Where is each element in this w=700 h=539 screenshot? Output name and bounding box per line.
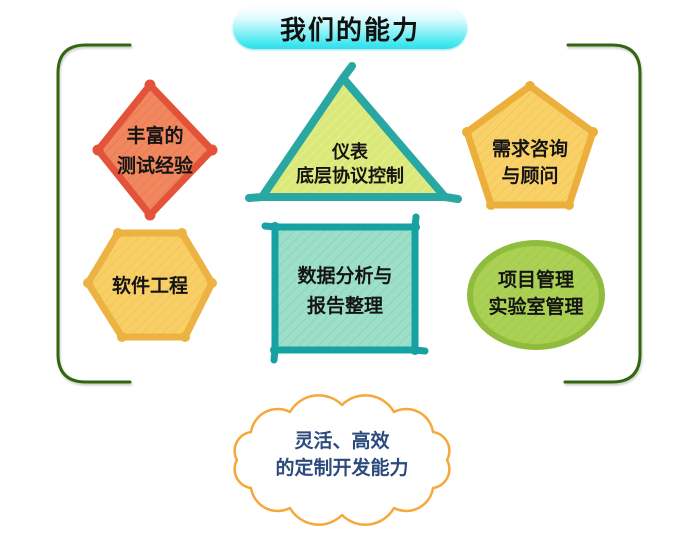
frame-bracket-right	[563, 43, 642, 384]
cloud-label: 灵活、高效 的定制开发能力	[275, 431, 409, 479]
triangle-label: 仪表 底层协议控制	[296, 142, 404, 186]
title-banner: 我们的能力	[233, 7, 467, 49]
square-shape	[261, 213, 429, 364]
hexagon-label: 软件工程	[111, 276, 188, 297]
pentagon-shape	[462, 81, 598, 210]
ellipse-shape	[467, 240, 605, 350]
square-label: 数据分析与 报告整理	[297, 266, 393, 317]
pentagon-label: 需求咨询 与顾问	[491, 139, 568, 187]
diamond-shape	[92, 79, 218, 221]
page-title: 我们的能力	[279, 14, 420, 45]
hexagon-shape	[83, 228, 217, 342]
triangle-shape	[245, 62, 462, 203]
ellipse-label: 项目管理 实验室管理	[488, 270, 584, 318]
cloud-shape	[233, 394, 451, 526]
diamond-label: 丰富的 测试经验	[116, 126, 193, 177]
frame-bracket-left	[56, 43, 132, 384]
